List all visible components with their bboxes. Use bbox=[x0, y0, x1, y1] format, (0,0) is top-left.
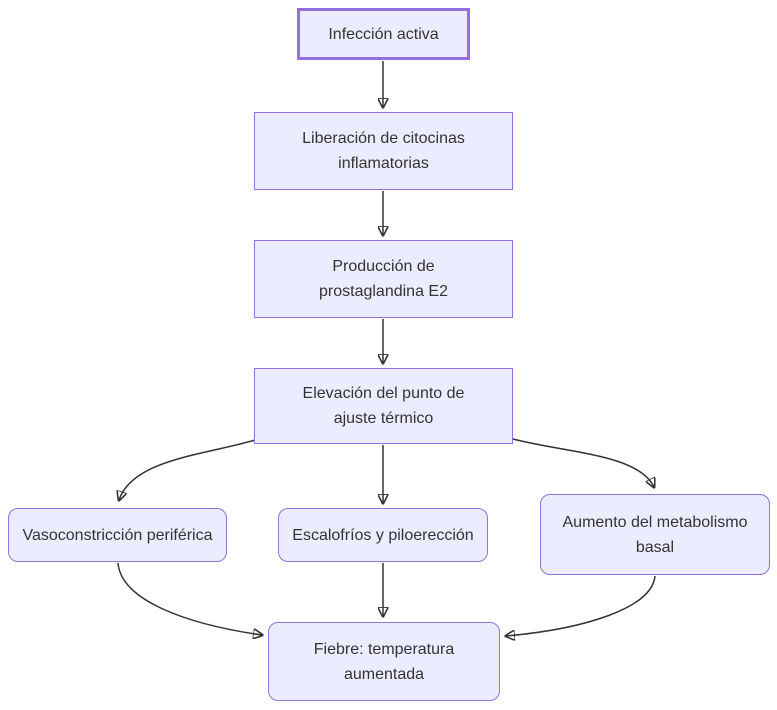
node-produccion-pge2: Producción de prostaglandina E2 bbox=[254, 240, 513, 318]
node-label: Elevación del punto de ajuste térmico bbox=[302, 385, 465, 427]
node-vasoconstriccion-periferica: Vasoconstricción periférica bbox=[8, 508, 227, 562]
node-label: Producción de prostaglandina E2 bbox=[319, 258, 448, 300]
node-label: Infección activa bbox=[328, 25, 439, 43]
node-liberacion-citocinas: Liberación de citocinas inflamatorias bbox=[254, 112, 513, 190]
node-infeccion-activa: Infección activa bbox=[297, 8, 470, 60]
node-elevacion-punto-ajuste: Elevación del punto de ajuste térmico bbox=[254, 368, 513, 444]
edge-metabolismo-to-fiebre bbox=[506, 575, 656, 636]
node-label: Aumento del metabolismo basal bbox=[562, 513, 748, 556]
node-label: Fiebre: temperatura aumentada bbox=[313, 640, 455, 683]
node-escalofrios-piloereccion: Escalofríos y piloerección bbox=[278, 508, 488, 562]
node-aumento-metabolismo: Aumento del metabolismo basal bbox=[540, 494, 770, 575]
edge-elevacion-to-vasoconstriccion bbox=[119, 439, 256, 500]
edge-elevacion-to-metabolismo bbox=[512, 438, 654, 487]
node-label: Vasoconstricción periférica bbox=[22, 526, 213, 544]
node-fiebre: Fiebre: temperatura aumentada bbox=[268, 622, 500, 701]
node-label: Escalofríos y piloerección bbox=[292, 526, 474, 544]
node-label: Liberación de citocinas inflamatorias bbox=[302, 130, 465, 172]
edge-vasoconstriccion-to-fiebre bbox=[117, 562, 262, 635]
